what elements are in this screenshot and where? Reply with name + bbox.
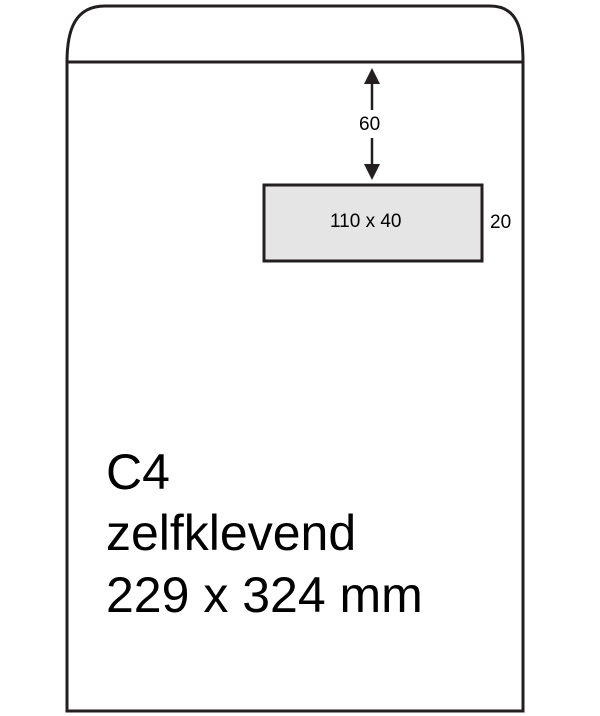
window-size-label: 110 x 40 <box>330 211 402 232</box>
right-offset-label: 20 <box>490 212 512 233</box>
arrow-down-icon <box>364 164 380 180</box>
arrow-up-icon <box>364 68 380 84</box>
envelope-closure: zelfklevend <box>106 505 357 561</box>
envelope-window <box>262 183 484 263</box>
envelope-flap <box>65 4 525 63</box>
envelope-body <box>65 60 525 713</box>
envelope-format: C4 <box>106 444 170 500</box>
envelope-size: 229 x 324 mm <box>106 567 423 623</box>
top-offset-label: 60 <box>359 114 381 135</box>
